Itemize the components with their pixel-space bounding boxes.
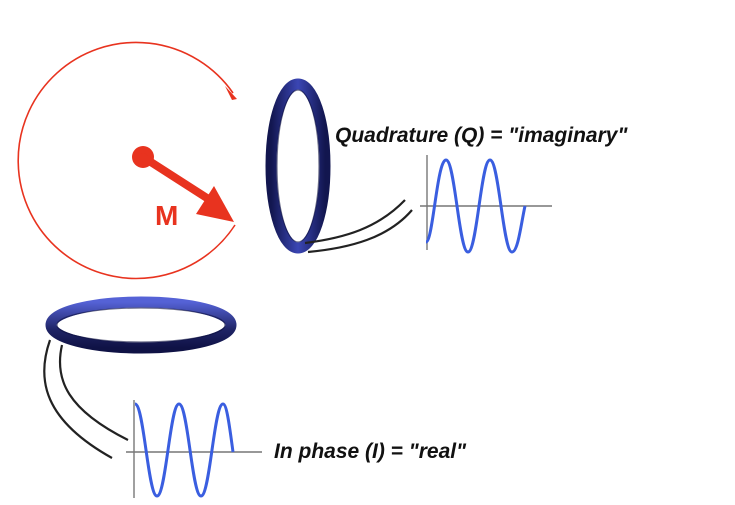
precession-path [17, 41, 237, 280]
quadrature-coil-ring-icon [265, 78, 331, 254]
in-phase-lead-wire-1 [43, 339, 113, 459]
in-phase-coil-inner-edge [56, 307, 226, 343]
in-phase-lead-wire-2 [58, 344, 129, 441]
quadrature-coil [265, 78, 413, 254]
quadrature-lead-wire-2 [307, 209, 413, 254]
in-phase-label: In phase (I) = "real" [274, 440, 467, 463]
quadrature-waveform [420, 155, 552, 254]
precession-arrowhead-icon [225, 86, 237, 100]
precession-circle [17, 41, 236, 280]
quadrature-coil-inner-edge [276, 89, 320, 243]
magnetization-vector: M [132, 146, 234, 231]
in-phase-coil-ring-icon [45, 296, 237, 354]
quadrature-label: Quadrature (Q) = "imaginary" [335, 124, 628, 147]
quadrature-sine-wave [424, 158, 527, 254]
vector-arrowhead-icon [196, 186, 234, 222]
in-phase-waveform [126, 400, 262, 498]
in-phase-coil [43, 296, 237, 459]
in-phase-sine-wave [133, 402, 235, 498]
vector-shaft [139, 153, 214, 204]
quadrature-lead-wire-1 [304, 199, 406, 245]
magnetization-label: M [155, 200, 178, 231]
